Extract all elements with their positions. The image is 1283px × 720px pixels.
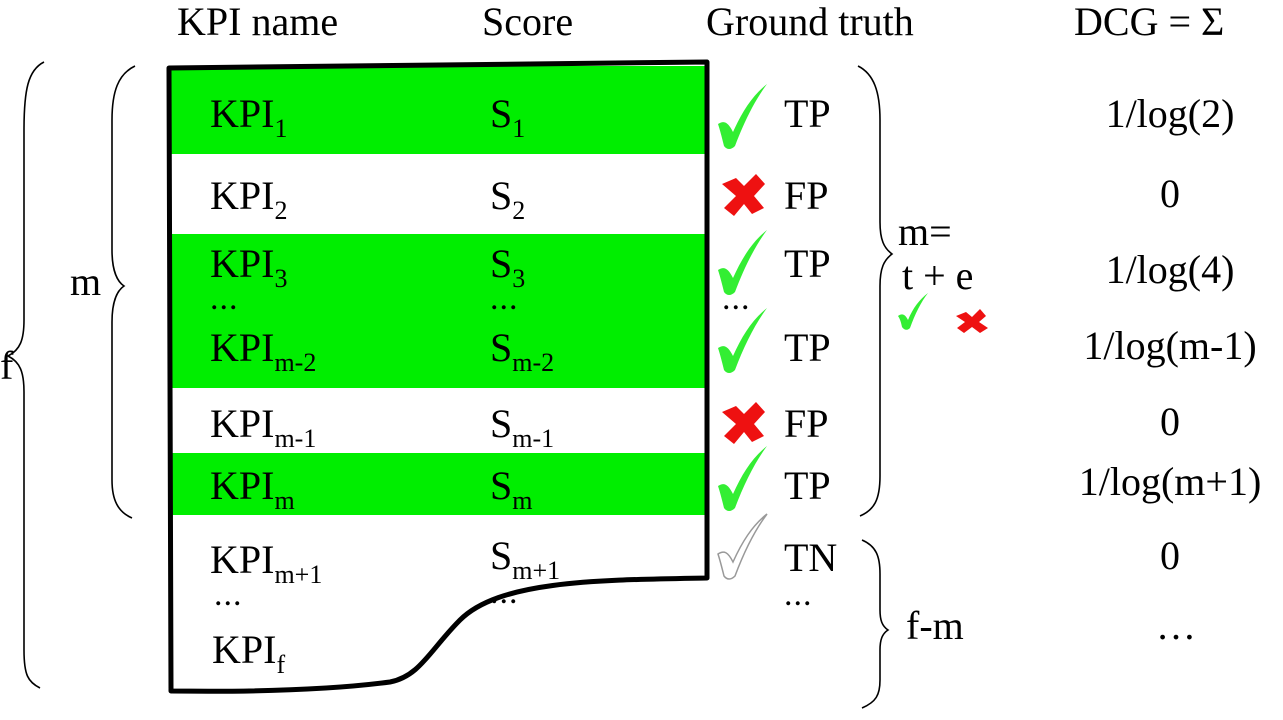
header-dcg: DCG = Σ [1074,0,1225,44]
kpi-cell: KPI2 [210,173,288,225]
dcg-value: 1/log(m-1) [1083,323,1257,368]
truth-label: TN [784,535,838,580]
truth-ellipsis: ... [784,576,813,613]
highlight-band-row-1 [169,66,707,154]
small-check-icon [898,293,928,330]
kpi-ellipsis: ... [210,280,239,317]
outline-check-icon [717,513,768,580]
score-ellipsis: ... [490,280,519,317]
check-icon [718,446,767,511]
score-cell: S3 [490,241,526,293]
brace-m-right [857,65,894,517]
score-cell: Sm [490,463,533,515]
small-cross-icon [956,309,988,333]
check-icon [718,230,767,295]
brace-label-m: m [70,259,102,304]
score-cell: S2 [490,173,526,225]
kpi-cell: KPIm-2 [210,325,317,377]
dcg-value: 0 [1160,533,1180,578]
cross-icon [722,402,765,444]
check-icon [718,308,767,373]
truth-ellipsis: ... [722,280,751,317]
header-kpi-name: KPI name [177,0,339,44]
brace-label-m-eq: m= [898,209,952,254]
dcg-ellipsis: … [1156,603,1196,648]
brace-m [111,65,136,519]
truth-label: FP [784,173,829,218]
kpi-cell: KPI3 [210,241,288,293]
score-cell: Sm-2 [490,325,555,377]
dcg-value: 1/log(m+1) [1078,459,1262,504]
truth-label: TP [784,463,831,508]
table-frame [166,59,710,694]
dcg-value: 1/log(4) [1105,247,1235,292]
kpi-cell: KPIm [210,463,295,515]
brace-f-m [861,539,890,709]
truth-label: TP [784,325,831,370]
highlight-band-rows-3-to-m-2 [169,234,707,388]
highlight-band-row-m [169,453,707,515]
header-score: Score [482,0,574,44]
truth-label: FP [784,401,829,446]
brace-label-f: f [0,343,14,388]
score-cell: Sm+1 [490,533,561,585]
check-icon [718,84,767,149]
kpi-ellipsis: ... [214,576,243,613]
dcg-value: 0 [1160,399,1180,444]
score-ellipsis: ... [490,574,519,611]
truth-label: TP [784,91,831,136]
kpi-cell: KPIf [212,627,286,679]
kpi-cell: KPIm+1 [210,537,323,589]
score-cell: Sm-1 [490,401,555,453]
truth-label: TP [784,241,831,286]
brace-label-f-m: f-m [906,603,964,648]
kpi-cell: KPIm-1 [210,401,317,453]
dcg-value: 0 [1160,171,1180,216]
cross-icon [722,174,765,216]
brace-label-t-plus-e: t + e [902,253,974,298]
header-ground-truth: Ground truth [706,0,914,44]
dcg-value: 1/log(2) [1105,91,1235,136]
kpi-cell: KPI1 [210,91,288,143]
score-cell: S1 [490,91,526,143]
brace-f [6,61,45,689]
